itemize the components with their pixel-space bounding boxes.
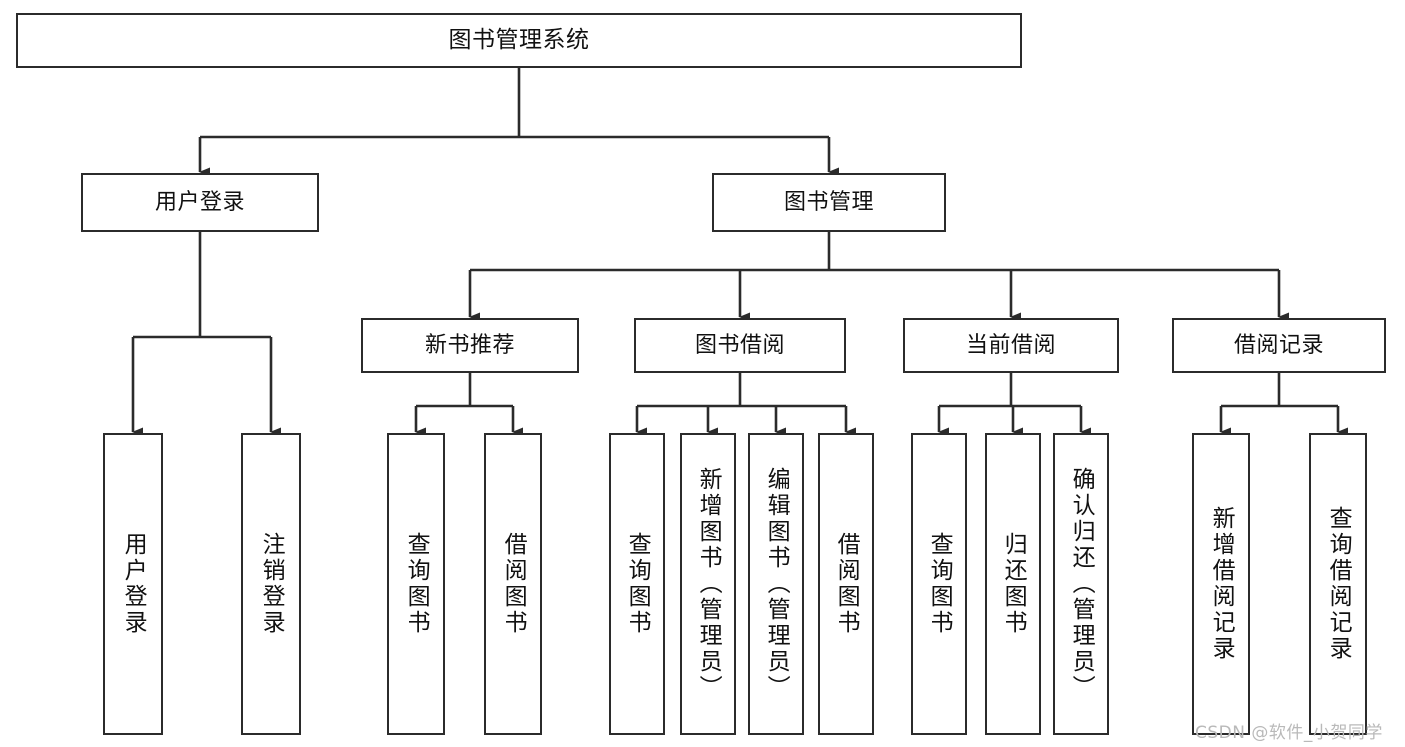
node-user-login[interactable]: 用户登录 (81, 173, 319, 232)
node-leaf-confirm-return[interactable]: 确认归还（管理员） (1053, 433, 1109, 735)
node-label: 归还图书 (1000, 532, 1027, 636)
node-label: 用户登录 (154, 189, 245, 215)
node-label: 图书管理 (783, 189, 874, 215)
node-label: 当前借阅 (965, 332, 1056, 358)
node-root[interactable]: 图书管理系统 (16, 13, 1022, 68)
node-label: 确认归还（管理员） (1068, 467, 1095, 701)
node-leaf-logout[interactable]: 注销登录 (241, 433, 301, 735)
node-leaf-add-book[interactable]: 新增图书（管理员） (680, 433, 736, 735)
node-new-book-recommend[interactable]: 新书推荐 (361, 318, 579, 373)
node-leaf-query-record[interactable]: 查询借阅记录 (1309, 433, 1367, 735)
edge-group (131, 68, 1348, 437)
node-label: 新增图书（管理员） (695, 467, 722, 701)
node-label: 查询图书 (403, 532, 430, 636)
node-label: 查询图书 (926, 532, 953, 636)
node-label: 借阅记录 (1233, 332, 1324, 358)
node-borrow-record[interactable]: 借阅记录 (1172, 318, 1386, 373)
node-book-manage[interactable]: 图书管理 (712, 173, 946, 232)
node-label: 编辑图书（管理员） (763, 467, 790, 701)
node-label: 查询图书 (624, 532, 651, 636)
node-leaf-query-book-borrow[interactable]: 查询图书 (609, 433, 665, 735)
node-leaf-query-book-cur[interactable]: 查询图书 (911, 433, 967, 735)
node-label: 用户登录 (120, 532, 147, 636)
node-label: 图书管理系统 (448, 26, 590, 53)
node-leaf-borrow-book-rec[interactable]: 借阅图书 (484, 433, 542, 735)
node-label: 查询借阅记录 (1325, 506, 1352, 662)
node-leaf-edit-book[interactable]: 编辑图书（管理员） (748, 433, 804, 735)
node-leaf-return-book[interactable]: 归还图书 (985, 433, 1041, 735)
node-current-borrow[interactable]: 当前借阅 (903, 318, 1119, 373)
node-leaf-query-book-rec[interactable]: 查询图书 (387, 433, 445, 735)
node-label: 图书借阅 (694, 332, 785, 358)
node-book-borrow[interactable]: 图书借阅 (634, 318, 846, 373)
node-label: 借阅图书 (833, 532, 860, 636)
node-label: 注销登录 (258, 532, 285, 636)
node-label: 借阅图书 (500, 532, 527, 636)
watermark: CSDN @软件_小贺同学 (1195, 723, 1383, 743)
node-leaf-borrow-book[interactable]: 借阅图书 (818, 433, 874, 735)
node-leaf-add-record[interactable]: 新增借阅记录 (1192, 433, 1250, 735)
node-leaf-user-login[interactable]: 用户登录 (103, 433, 163, 735)
node-label: 新书推荐 (424, 332, 515, 358)
node-label: 新增借阅记录 (1208, 506, 1235, 662)
